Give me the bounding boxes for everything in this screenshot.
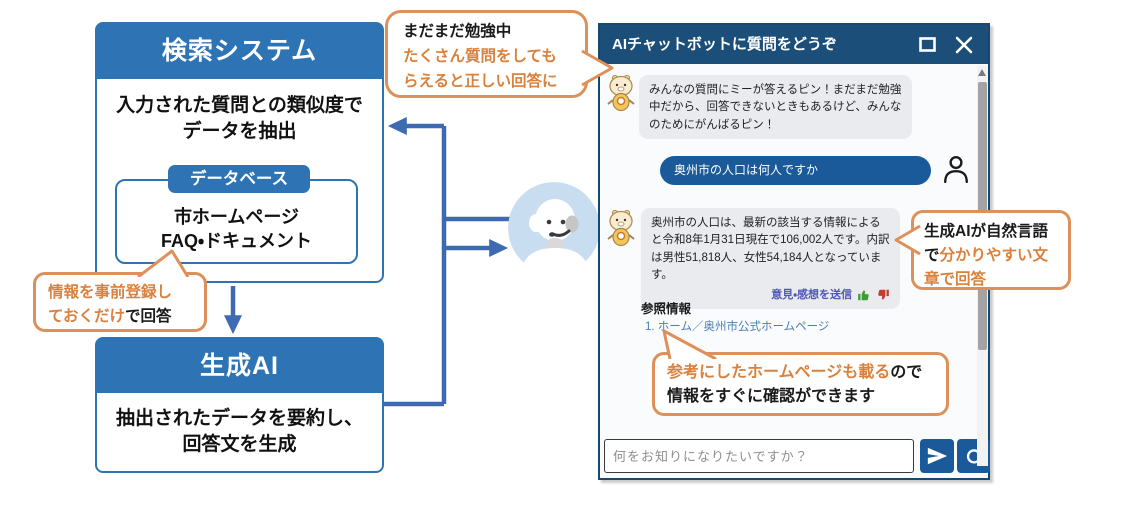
callout-natural-orange: 分かりやすい文章で回答 — [924, 247, 1049, 289]
reference-heading: 参照情報 — [641, 302, 692, 316]
close-icon — [955, 36, 973, 54]
callout-pre-register-pointer — [137, 249, 190, 277]
callout-pre-register-line2-orange: ておくだけ — [48, 308, 126, 326]
send-button[interactable] — [920, 439, 954, 473]
user-message-text: 奥州市の人口は何人ですか — [674, 163, 819, 177]
user-message-bubble: 奥州市の人口は何人ですか — [660, 156, 931, 185]
callout-reference-line2: 情報をすぐに確認ができます — [667, 388, 876, 405]
send-icon — [927, 447, 948, 465]
message-input[interactable] — [604, 439, 914, 473]
bot-answer-text: 奥州市の人口は、最新の該当する情報によると令和8年1月31日現在で106,002… — [651, 217, 890, 281]
search-system-title: 検索システム — [97, 24, 382, 79]
callout-reference-orange: 参考にしたホームページも載る — [667, 364, 891, 381]
callout-natural-black: 生成AIが自然言語で — [924, 223, 1049, 265]
maximize-icon — [919, 37, 936, 52]
bot-answer-bubble: 奥州市の人口は、最新の該当する情報によると令和8年1月31日現在で106,002… — [641, 208, 900, 309]
reference-link[interactable]: 1. ホーム／奥州市公式ホームページ — [645, 321, 830, 333]
callout-natural-language: 生成AIが自然言語で分かりやすい文章で回答 — [911, 210, 1071, 290]
callout-reference-black-inline: ので — [890, 364, 923, 381]
callout-pre-register-line1: 情報を事前登録し — [48, 284, 173, 301]
user-avatar — [943, 155, 969, 184]
gen-ai-description: 抽出されたデータを要約し、 回答文を生成 — [115, 408, 363, 455]
gen-ai-box: 生成AI 抽出されたデータを要約し、 回答文を生成 — [95, 337, 384, 473]
mascot-icon — [607, 209, 635, 247]
search-system-description: 入力された質問との類似度で データを抽出 — [116, 95, 363, 142]
callout-natural-pointer — [894, 224, 921, 256]
headset-operator-icon — [508, 182, 600, 274]
close-button[interactable] — [954, 35, 974, 55]
bot-intro-bubble: みんなの質問にミーが答えるピン！まだまだ勉強中だから、回答できないときもあるけど… — [639, 75, 912, 139]
chat-window-title: AIチャットボットに質問をどうぞ — [612, 36, 837, 53]
callout-learning-line3: らえると正しい回答に — [403, 72, 558, 90]
database-content: 市ホームページ FAQ・ドキュメント — [160, 207, 313, 252]
callout-pre-register-line2-black: で回答 — [125, 308, 172, 326]
mascot-icon — [607, 74, 635, 112]
bot-intro-text: みんなの質問にミーが答えるピン！まだまだ勉強中だから、回答できないときもあるけど… — [649, 84, 902, 131]
maximize-button[interactable] — [918, 35, 938, 55]
callout-learning-line1: まだまだ勉強中 — [403, 23, 512, 40]
scroll-up-icon[interactable] — [978, 69, 986, 76]
thumbs-down-icon[interactable] — [876, 288, 890, 302]
bot-avatar — [605, 209, 637, 247]
operator-avatar — [508, 182, 600, 274]
callout-reference-pointer — [662, 329, 717, 359]
database-tag: データベース — [168, 165, 310, 193]
thumbs-up-icon[interactable] — [857, 288, 871, 302]
feedback-row: 意見・感想を送信 — [651, 287, 890, 304]
gen-ai-title: 生成AI — [97, 339, 382, 393]
chat-titlebar: AIチャットボットに質問をどうぞ — [600, 25, 988, 64]
callout-reference: 参考にしたホームページも載るので 情報をすぐに確認ができます — [652, 352, 949, 416]
bot-avatar — [605, 74, 637, 112]
callout-learning-pointer — [581, 49, 614, 87]
callout-learning-line2: たくさん質問をしても — [403, 47, 557, 65]
callout-learning: まだまだ勉強中 たくさん質問をしても らえると正しい回答に — [385, 10, 588, 98]
callout-pre-register: 情報を事前登録し ておくだけで回答 — [33, 272, 207, 332]
feedback-link[interactable]: 意見・感想を送信 — [771, 289, 852, 301]
person-icon — [944, 155, 968, 184]
